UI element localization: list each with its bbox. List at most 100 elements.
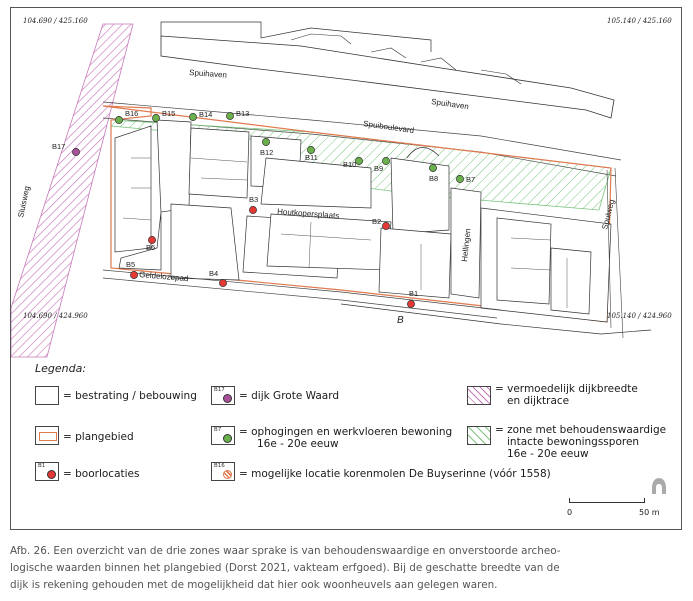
swatch-label-b7: B7 — [214, 427, 222, 433]
borehole-b11-label: B11 — [305, 153, 318, 162]
legend-dijk: = dijk Grote Waard — [239, 390, 339, 402]
map-figure: Spuihaven Spuihaven Spuiboulevard Houtko… — [10, 7, 682, 530]
coord-bottom-left: 104.690 / 424.960 — [23, 312, 88, 320]
borehole-b8-marker — [429, 164, 437, 172]
swatch-label-b17: B17 — [214, 387, 225, 393]
swatch-plangebied — [35, 426, 59, 445]
top-buildings — [160, 21, 432, 52]
caption-line-1: Afb. 26. Een overzicht van de drie zones… — [10, 545, 561, 557]
borehole-b1-label: B1 — [409, 289, 418, 298]
borehole-b4-label: B4 — [209, 269, 218, 278]
purple-dot-icon — [223, 394, 232, 403]
figure-caption: Afb. 26. Een overzicht van de drie zones… — [10, 543, 682, 594]
legend-zone-2: intacte bewoningssporen — [507, 436, 640, 448]
green-dot-icon — [223, 434, 232, 443]
coord-top-right: 105.140 / 425.160 — [607, 17, 672, 25]
borehole-b8-label: B8 — [429, 174, 438, 183]
borehole-b16-marker — [115, 116, 123, 124]
legend-dijkbreedte-1: = vermoedelijk dijkbreedte — [495, 383, 638, 395]
swatch-label-b16: B16 — [214, 463, 225, 469]
swatch-zone — [467, 426, 491, 445]
borehole-b14-marker — [189, 113, 197, 121]
legend-plangebied: = plangebied — [63, 431, 134, 443]
building-details — [122, 157, 568, 308]
borehole-b5-marker — [130, 271, 138, 279]
label-spuihaven-2: Spuihaven — [431, 97, 470, 111]
swatch-bestrating — [35, 386, 59, 405]
borehole-b13-marker — [226, 112, 234, 120]
legend-zone-1: = zone met behoudenswaardige — [495, 424, 667, 436]
borehole-b6-marker — [148, 236, 156, 244]
borehole-b14-label: B14 — [199, 110, 212, 119]
spuihaven-quay — [160, 35, 615, 119]
borehole-b6-label: B6 — [146, 243, 155, 252]
borehole-b10-label: B10 — [343, 160, 356, 169]
label-b-marker: B — [397, 315, 404, 326]
borehole-b9-marker — [382, 157, 390, 165]
swatch-ophogingen: B7 — [211, 426, 235, 445]
red-dot-icon — [47, 470, 56, 479]
swatch-dijkbreedte — [467, 386, 491, 405]
dike-zone — [11, 23, 134, 358]
bottom-boundary — [340, 303, 652, 335]
label-spuiweg: Spuiweg — [600, 199, 616, 231]
label-spuiboulevard: Spuiboulevard — [363, 119, 415, 135]
plangebied-outline — [102, 105, 612, 323]
swatch-label-b1: B1 — [38, 463, 46, 469]
legend-korenmolen: = mogelijke locatie korenmolen De Buyser… — [239, 468, 551, 480]
scale-start: 0 — [567, 508, 573, 517]
label-geldelozepad: Geldelozepad — [139, 270, 189, 283]
spuiweg-road — [606, 167, 624, 339]
borehole-b7-marker — [456, 175, 464, 183]
caption-line-2: logische waarden binnen het plangebied (… — [10, 562, 560, 574]
courtyard-curve — [406, 147, 440, 159]
borehole-b3-label: B3 — [249, 195, 258, 204]
legend-zone-3: 16e - 20e eeuw — [507, 448, 589, 460]
label-spuihaven-1: Spuihaven — [189, 68, 227, 80]
borehole-b2-marker — [382, 222, 390, 230]
label-hellingen: Hellingen — [460, 228, 472, 262]
legend-ophogingen-2: 16e - 20e eeuw — [257, 438, 339, 450]
borehole-b1-marker — [407, 300, 415, 308]
borehole-b13-label: B13 — [236, 109, 249, 118]
borehole-b16-label: B16 — [125, 109, 138, 118]
borehole-b10-marker — [355, 157, 363, 165]
legend-dijkbreedte-2: en dijktrace — [507, 395, 570, 407]
north-arrow-icon — [652, 478, 666, 494]
legend-bestrating: = bestrating / bebouwing — [63, 390, 197, 402]
borehole-b5-label: B5 — [126, 260, 135, 269]
legend-title: Legenda: — [35, 362, 87, 375]
borehole-b11-marker — [307, 146, 315, 154]
borehole-b3-marker — [249, 206, 257, 214]
swatch-dijk: B17 — [211, 386, 235, 405]
map-canvas: Spuihaven Spuihaven Spuiboulevard Houtko… — [11, 21, 652, 358]
scale-tick-end — [644, 498, 645, 503]
scale-end: 50 m — [639, 508, 660, 517]
swatch-boorlocaties: B1 — [35, 462, 59, 481]
coord-bottom-right: 105.140 / 424.960 — [607, 312, 672, 320]
label-sluisweg: Sluisweg — [16, 185, 31, 218]
borehole-b15-marker — [152, 114, 160, 122]
borehole-b15-label: B15 — [162, 109, 175, 118]
quay-detail — [290, 33, 522, 85]
scale-bar — [569, 502, 645, 503]
borehole-b17-marker — [72, 148, 80, 156]
label-houtkoperplaats: Houtkopersplaats — [277, 207, 340, 220]
borehole-b12-marker — [262, 138, 270, 146]
geldelozepad-road — [102, 269, 502, 319]
borehole-b12-label: B12 — [260, 148, 273, 157]
map-legend: Legenda: = bestrating / bebouwing = plan… — [21, 362, 671, 522]
scale-tick-start — [569, 498, 570, 503]
building-blocks — [114, 119, 612, 323]
caption-line-3: dijk is rekening gehouden met de mogelij… — [10, 579, 498, 591]
hatched-dot-icon — [223, 470, 232, 479]
swatch-korenmolen: B16 — [211, 462, 235, 481]
borehole-b17-label: B17 — [52, 142, 65, 151]
borehole-b4-marker — [219, 279, 227, 287]
borehole-b2-label: B2 — [372, 217, 381, 226]
borehole-b9-label: B9 — [374, 164, 383, 173]
borehole-b7-label: B7 — [466, 175, 475, 184]
legend-boorlocaties: = boorlocaties — [63, 468, 140, 480]
coord-top-left: 104.690 / 425.160 — [23, 17, 88, 25]
